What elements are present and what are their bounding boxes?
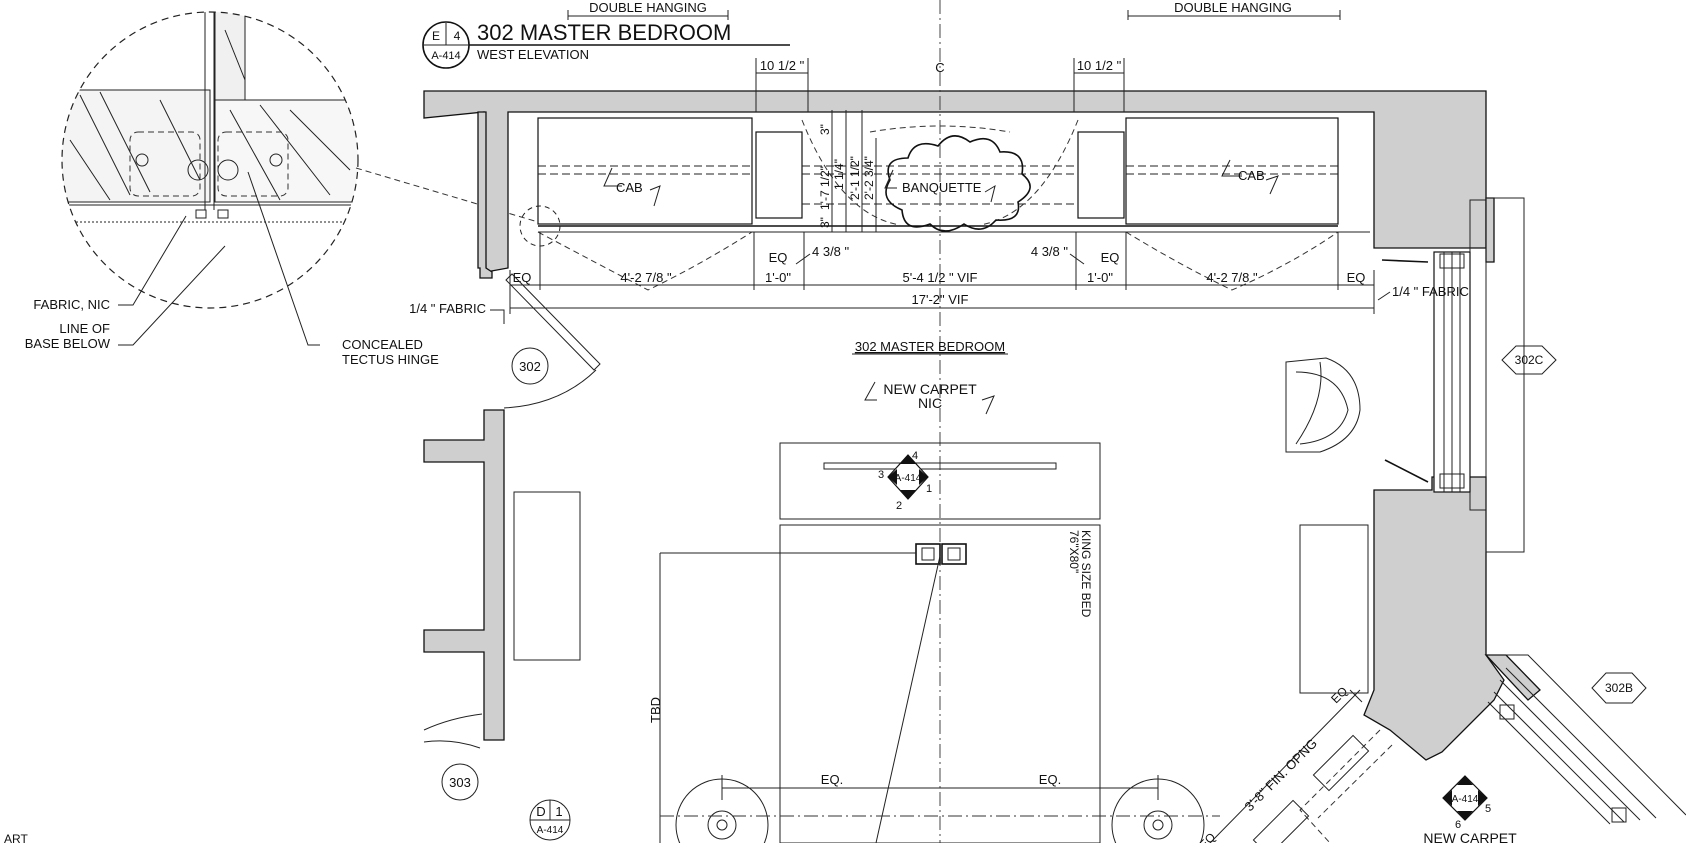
elevation-marker-n3: 3 <box>878 469 884 481</box>
dim-top-right: 10 1/2 " <box>1077 58 1122 73</box>
dim-vertical-1-7-1-2: 1'-7 1/2" <box>818 166 832 210</box>
door-tag-302: 302 <box>519 359 541 374</box>
right-window <box>1381 197 1525 553</box>
dim-vertical-3-top: 3" <box>818 124 832 135</box>
cab-right-label: CAB <box>1238 168 1265 183</box>
title-block: E 4 A-414 302 MASTER BEDROOM WEST ELEVAT… <box>422 20 790 69</box>
banquette-cloud <box>885 135 1031 232</box>
dim-4-3-8-right: 4 3/8 " <box>1031 244 1069 259</box>
dim-eq-dot-right: EQ. <box>1039 772 1061 787</box>
nightstand-lamps <box>660 775 1220 843</box>
dimension-lines <box>509 58 1375 314</box>
dim-fabric-right: 1/4 " FABRIC <box>1392 284 1469 299</box>
dim-overall-vif: 17'-2" VIF <box>912 292 969 307</box>
elevation-tag-letter: E <box>432 29 440 43</box>
dim-tbd: TBD <box>648 697 663 723</box>
art-label: ART <box>4 832 28 843</box>
elevation-marker <box>887 454 929 500</box>
headboard-bench <box>779 442 1101 520</box>
section-tag-letter: D <box>536 804 545 819</box>
casework <box>537 117 1370 291</box>
diagonal-opening <box>1209 689 1393 843</box>
dim-eq-left: EQ <box>513 270 532 285</box>
dim-eq-center-right: EQ <box>1101 250 1120 265</box>
diagonal-window <box>1487 654 1686 825</box>
dim-top-left: 10 1/2 " <box>760 58 805 73</box>
banquette-label: BANQUETTE <box>902 180 982 195</box>
hex-tag-302b <box>1591 672 1647 704</box>
dim-1-0-left: 1'-0" <box>765 270 791 285</box>
elevation-marker-sheet: A-414 <box>895 473 922 484</box>
carpet-label-line1: NEW CARPET <box>883 381 977 397</box>
room-name-label: 302 MASTER BEDROOM <box>855 339 1005 354</box>
cabinet-left <box>537 117 753 225</box>
elevation-marker-2 <box>1442 775 1488 821</box>
door-tag-303: 303 <box>449 775 471 790</box>
dim-1-0-right: 1'-0" <box>1087 270 1113 285</box>
view-subtitle: WEST ELEVATION <box>477 47 589 62</box>
section-tag-number: 1 <box>555 804 562 819</box>
elevation-marker-n4: 4 <box>912 450 918 462</box>
dim-eq-center-left: EQ <box>769 250 788 265</box>
hex-tag-302c <box>1501 345 1557 375</box>
tag-302b: 302B <box>1605 681 1633 695</box>
dim-cab-left: 4'-2 7/8 " <box>620 270 672 285</box>
dim-cab-right: 4'-2 7/8 " <box>1206 270 1258 285</box>
callout-line-of: LINE OF <box>59 321 110 336</box>
dim-vertical-2-1-1-2: 2'-1 1/2" <box>848 156 862 200</box>
walls <box>423 90 1541 761</box>
elevation-marker-2-sheet: A-414 <box>1452 794 1479 805</box>
section-tag-d1 <box>529 799 571 841</box>
dim-eq-right: EQ <box>1347 270 1366 285</box>
dim-center-vif: 5'-4 1/2 " VIF <box>902 270 977 285</box>
callout-fabric-nic: FABRIC, NIC <box>33 297 110 312</box>
callout-tectus-hinge: TECTUS HINGE <box>342 352 439 367</box>
header-labels: DOUBLE HANGING DOUBLE HANGING <box>567 0 1341 20</box>
bed-label-line2: 76"X80" <box>1067 530 1081 573</box>
double-hanging-right-label: DOUBLE HANGING <box>1174 0 1292 15</box>
dim-vertical-3-bottom: 3" <box>818 217 832 228</box>
callout-concealed: CONCEALED <box>342 337 423 352</box>
bed-label-line1: KING SIZE BED <box>1079 530 1093 618</box>
carpet-label-line2: NIC <box>918 395 942 411</box>
door-302 <box>503 273 601 409</box>
section-tag-sheet: A-414 <box>537 825 564 836</box>
elevation-tag-sheet: A-414 <box>431 50 460 62</box>
carpet-label-bottom: NEW CARPET <box>1423 830 1517 843</box>
double-hanging-left-label: DOUBLE HANGING <box>589 0 707 15</box>
elevation-tag-number: 4 <box>454 29 461 43</box>
elevation-marker-n2: 2 <box>896 500 902 512</box>
tag-302c: 302C <box>1515 353 1544 367</box>
elevation-marker-2-n6: 6 <box>1455 819 1461 831</box>
callout-base-below: BASE BELOW <box>25 336 111 351</box>
dim-vertical-1-1-4: 1 1/4" <box>832 159 846 190</box>
dim-eq-dot-left: EQ. <box>821 772 843 787</box>
king-bed <box>659 524 1101 843</box>
dim-eq-diag-bottom: EQ <box>1196 830 1218 843</box>
elevation-marker-2-n5: 5 <box>1485 803 1491 815</box>
dim-fabric-left: 1/4 " FABRIC <box>409 301 486 316</box>
armchair <box>1285 357 1361 453</box>
dim-4-3-8-left: 4 3/8 " <box>812 244 850 259</box>
hinge-detail-bubble <box>61 11 539 346</box>
cabinet-right <box>1125 117 1339 225</box>
centerline-label: C <box>935 60 944 75</box>
dim-vertical-2-2-3-4: 2'-2 3/4" <box>862 156 876 200</box>
cab-left-label: CAB <box>616 180 643 195</box>
elevation-marker-n1: 1 <box>926 483 932 495</box>
page-title: 302 MASTER BEDROOM <box>477 20 731 45</box>
